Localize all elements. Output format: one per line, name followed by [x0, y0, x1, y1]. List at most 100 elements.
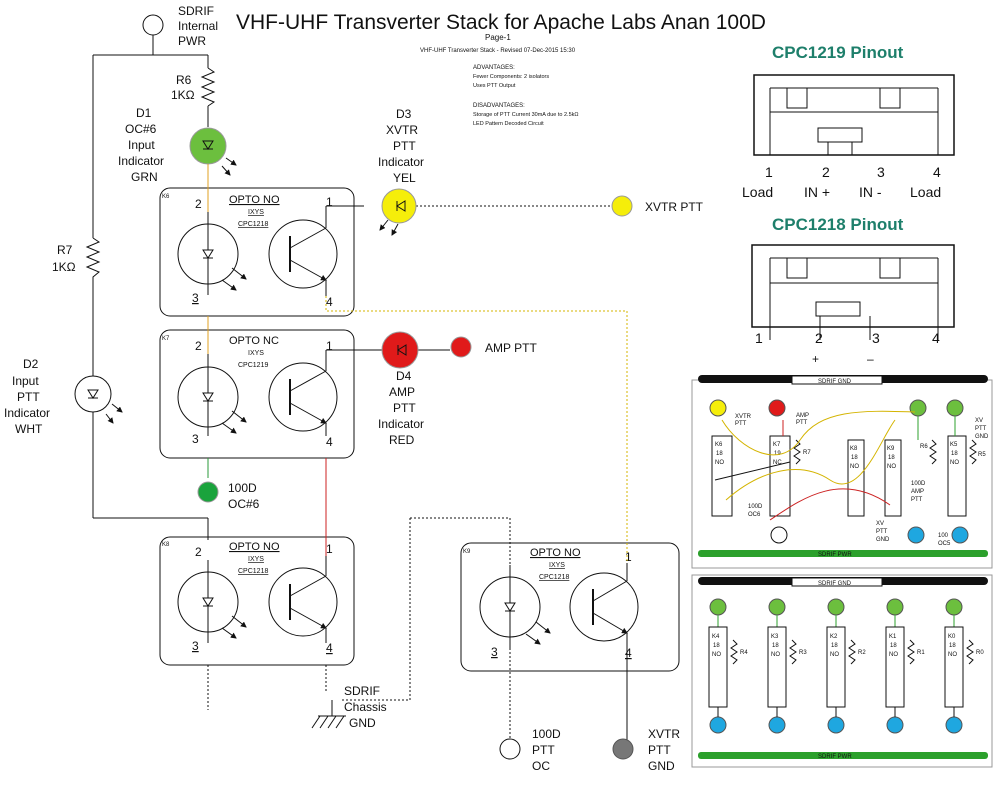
svg-text:K5: K5: [950, 442, 958, 448]
opto-k8-id: K8: [162, 542, 170, 548]
svg-text:OC5: OC5: [938, 541, 951, 547]
svg-text:SDRIF GND: SDRIF GND: [818, 581, 852, 587]
resistor-r4: [730, 639, 738, 665]
relay-name-k4: K4: [712, 634, 720, 640]
svg-text:3: 3: [192, 291, 199, 305]
d3-label-1: D3: [396, 107, 412, 121]
dis-line-1: Storage of PTT Current 30mA due to 2.5kΩ: [473, 112, 579, 118]
green-led-k4: [709, 598, 727, 616]
svg-text:2: 2: [195, 197, 202, 211]
opto-k9-id: K9: [463, 549, 471, 555]
d4-red-led: [381, 331, 419, 369]
r6-label-2: 1KΩ: [171, 88, 195, 102]
oc6-label-2: OC#6: [228, 497, 260, 511]
d3-label-5: YEL: [393, 171, 416, 185]
svg-text:GND: GND: [975, 434, 989, 440]
relay-type-k4: NO: [712, 652, 721, 658]
opto-k6-id: K6: [162, 194, 170, 200]
ptt-oc-label-3: OC: [532, 759, 550, 773]
svg-text:GND: GND: [876, 537, 890, 543]
opto-k7-mfr: IXYS: [248, 350, 264, 357]
amp-ptt-label: AMP PTT: [485, 341, 537, 355]
svg-text:–: –: [867, 352, 874, 366]
resistor-label-r3: R3: [799, 650, 807, 656]
svg-text:K7: K7: [773, 442, 781, 448]
relay-value-k0: 18: [949, 643, 956, 649]
svg-text:3: 3: [877, 164, 885, 180]
d2-label-2: Input: [12, 374, 39, 388]
opto-k8: K8 OPTO NO IXYS CPC1218 2 3 1 4: [159, 536, 355, 666]
svg-text:PTT: PTT: [735, 421, 747, 427]
opto-k6: K6 OPTO NO IXYS CPC1218 2 3 1 4: [159, 187, 355, 317]
opto-k9-mfr: IXYS: [549, 562, 565, 569]
svg-text:OC6: OC6: [748, 512, 761, 518]
opto-k9-kind: OPTO NO: [530, 547, 581, 559]
svg-text:4: 4: [933, 164, 941, 180]
cpc1219-title: CPC1219 Pinout: [772, 43, 904, 62]
d3-label-2: XVTR: [386, 123, 418, 137]
relay-name-k3: K3: [771, 634, 779, 640]
d3-diode-icon: [396, 200, 406, 212]
svg-text:1: 1: [326, 339, 333, 353]
opto-k6-transistor-circle: [268, 219, 338, 289]
svg-text:PTT: PTT: [796, 420, 808, 426]
d4-label-2: AMP: [389, 385, 415, 399]
dis-line-2: LED Pattern Decoded Circuit: [473, 121, 544, 127]
svg-text:4: 4: [932, 330, 940, 346]
svg-text:+: +: [812, 352, 819, 366]
resistor-r0: [966, 639, 974, 665]
sdrif-pwr-terminal: [142, 14, 164, 36]
cpc1219-pinout: CPC1219 Pinout 1 2 3 4 Load IN + IN - Lo…: [730, 33, 970, 203]
ptt-oc-terminal: [499, 738, 521, 760]
d4-label-4: Indicator: [378, 417, 424, 431]
svg-text:18: 18: [888, 455, 895, 461]
relay-name-k0: K0: [948, 634, 956, 640]
dis-heading: DISADVANTAGES:: [473, 103, 525, 109]
svg-text:PTT: PTT: [911, 497, 923, 503]
blue-led-k0: [945, 716, 963, 734]
cpc1218-pinout: CPC1218 Pinout 1 2 3 4 + –: [727, 205, 972, 373]
svg-text:IN -: IN -: [859, 184, 882, 200]
relay-type-k2: NO: [830, 652, 839, 658]
svg-text:K6: K6: [715, 442, 723, 448]
cpc1218-title: CPC1218 Pinout: [772, 215, 904, 234]
resistor-label-r4: R4: [740, 650, 748, 656]
svg-text:18: 18: [851, 455, 858, 461]
svg-text:Load: Load: [910, 184, 941, 200]
green-led-k0: [945, 598, 963, 616]
relay-type-k0: NO: [948, 652, 957, 658]
opto-k6-mfr: IXYS: [248, 209, 264, 216]
relay-value-k1: 18: [890, 643, 897, 649]
d4-label-5: RED: [389, 433, 415, 447]
resistor-r2: [848, 639, 856, 665]
svg-text:1: 1: [326, 542, 333, 556]
svg-text:XV: XV: [876, 521, 884, 527]
resistor-label-r0: R0: [976, 650, 984, 656]
relay-name-k2: K2: [830, 634, 838, 640]
svg-text:XVTR: XVTR: [735, 414, 752, 420]
xvtr-ptt-terminal: [611, 195, 633, 217]
d1-diode-icon: [202, 140, 214, 150]
opto-k8-mfr: IXYS: [248, 556, 264, 563]
svg-text:100: 100: [938, 533, 949, 539]
page-title: VHF-UHF Transverter Stack for Apache Lab…: [236, 11, 766, 34]
d3-yellow-led: [381, 188, 417, 224]
chassis-ground-icon: [311, 700, 346, 729]
opto-k9: K9 OPTO NO IXYS CPC1218 3 1 4: [460, 542, 680, 672]
svg-text:SDRIF GND: SDRIF GND: [818, 379, 852, 385]
svg-text:AMP: AMP: [796, 413, 809, 419]
d2-white-led: [74, 375, 112, 413]
svg-text:NO: NO: [850, 464, 859, 470]
d1-label-2: OC#6: [125, 122, 157, 136]
r6-label-1: R6: [176, 73, 192, 87]
resistor-r1: [907, 639, 915, 665]
chassis-label-3: GND: [349, 716, 376, 730]
relay-type-k3: NO: [771, 652, 780, 658]
r7-label-1: R7: [57, 243, 73, 257]
xvtr-gnd-label-1: XVTR: [648, 727, 680, 741]
sdrif-int-label-3: PWR: [178, 34, 206, 48]
opto-k7-part: CPC1219: [238, 362, 268, 369]
svg-text:1: 1: [765, 164, 773, 180]
d2-label-4: Indicator: [4, 406, 50, 420]
